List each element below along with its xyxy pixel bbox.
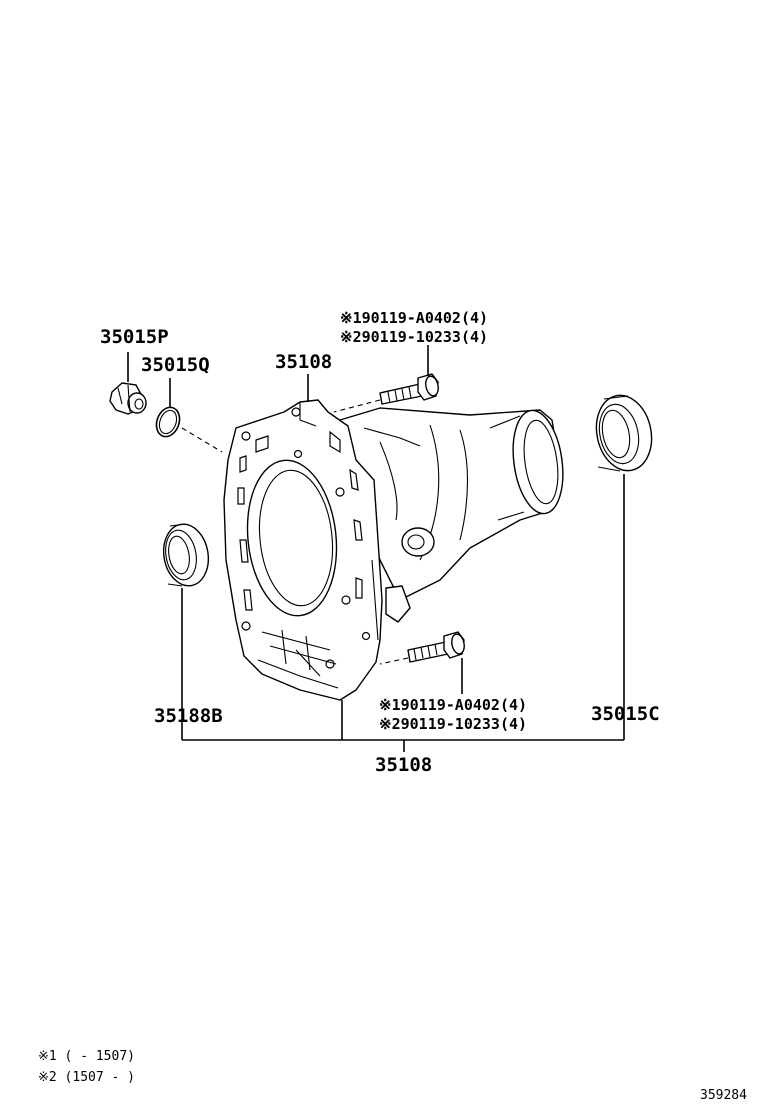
- label-35108-top: 35108: [275, 351, 332, 373]
- label-bolt-bottom-1: ※190119-A0402(4): [379, 696, 527, 714]
- figure-id: 359284: [700, 1088, 747, 1103]
- gasket-drawing[interactable]: [153, 404, 184, 440]
- extension-housing-drawing[interactable]: [223, 399, 569, 701]
- label-bolt-bottom-2: ※290119-10233(4): [379, 715, 527, 733]
- label-35188B: 35188B: [154, 705, 223, 727]
- label-35108-assembly: 35108: [375, 754, 432, 776]
- bolt-top-drawing[interactable]: [379, 373, 440, 405]
- label-35015P: 35015P: [100, 326, 169, 348]
- label-bolt-top-2: ※290119-10233(4): [340, 328, 488, 346]
- bolt-bottom-drawing[interactable]: [407, 631, 466, 663]
- label-bolt-top-1: ※190119-A0402(4): [340, 309, 488, 327]
- footnote-2: ※2 (1507 - ): [38, 1070, 135, 1085]
- label-35015Q: 35015Q: [141, 354, 210, 376]
- footnote-1: ※1 ( - 1507): [38, 1049, 135, 1064]
- oil-seal-right-drawing[interactable]: [590, 390, 659, 476]
- oil-seal-left-drawing[interactable]: [159, 521, 213, 590]
- drain-plug-drawing[interactable]: [109, 382, 147, 415]
- label-35015C: 35015C: [591, 703, 660, 725]
